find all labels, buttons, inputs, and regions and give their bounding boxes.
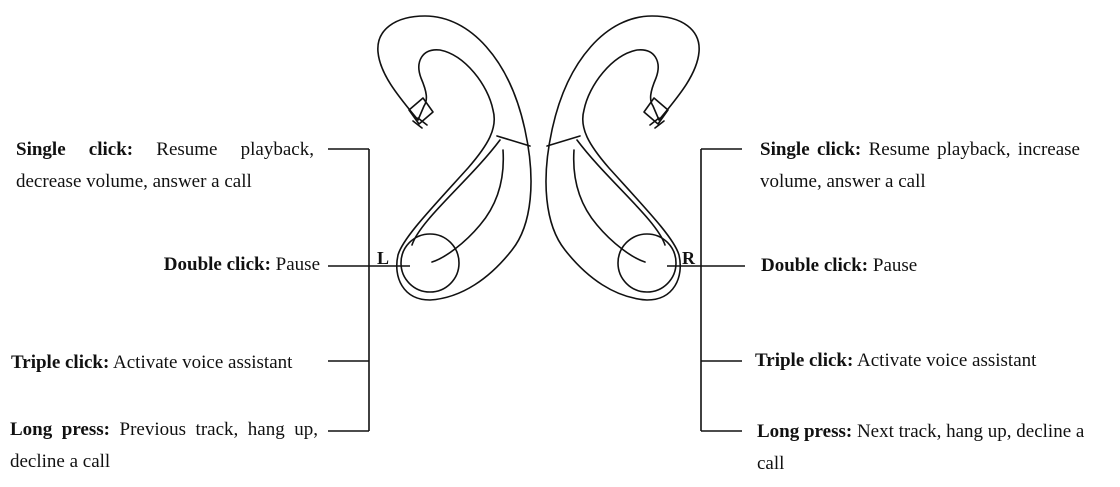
left-single-click-desc: Resume playback, decrease volume, answer… [16, 139, 314, 192]
right-earhook-icon [545, 15, 700, 301]
right-triple-click-text: Triple click: Activate voice assistant [755, 345, 1085, 377]
right-double-click-label: Double click: [761, 255, 869, 276]
left-single-click-label: Single click: [16, 139, 134, 160]
left-long-press-desc: Previous track, hang up, decline a call [10, 419, 319, 472]
right-long-press-text: Long press: Next track, hang up, decline… [757, 416, 1109, 480]
left-single-click-text: Single click: Resume playback, decrease … [16, 134, 314, 198]
right-double-click-desc: Pause [868, 255, 918, 276]
left-leader-lines [328, 148, 410, 432]
right-single-click-label: Single click: [760, 139, 862, 160]
right-long-press-label: Long press: [757, 421, 853, 442]
left-double-click-desc: Pause [270, 254, 320, 275]
left-long-press-label: Long press: [10, 419, 110, 440]
left-double-click-label: Double click: [163, 254, 271, 275]
right-leader-lines [667, 148, 745, 432]
left-marker: L [377, 248, 390, 268]
left-triple-click-label: Triple click: [11, 352, 110, 373]
right-single-click-text: Single click: Resume playback, increase … [760, 134, 1080, 198]
right-triple-click-desc: Activate voice assistant [853, 350, 1037, 371]
right-long-press-desc: Next track, hang up, decline a call [757, 421, 1085, 474]
right-triple-click-label: Triple click: [755, 350, 854, 371]
left-earhook-icon [377, 15, 532, 301]
left-long-press-text: Long press: Previous track, hang up, dec… [10, 414, 318, 478]
right-double-click-text: Double click: Pause [761, 250, 1061, 282]
left-triple-click-text: Triple click: Activate voice assistant [11, 347, 331, 379]
right-marker: R [682, 248, 695, 268]
right-single-click-desc: Resume playback, increase volume, answer… [760, 139, 1080, 192]
left-triple-click-desc: Activate voice assistant [109, 352, 293, 373]
left-double-click-text: Double click: Pause [20, 249, 320, 281]
